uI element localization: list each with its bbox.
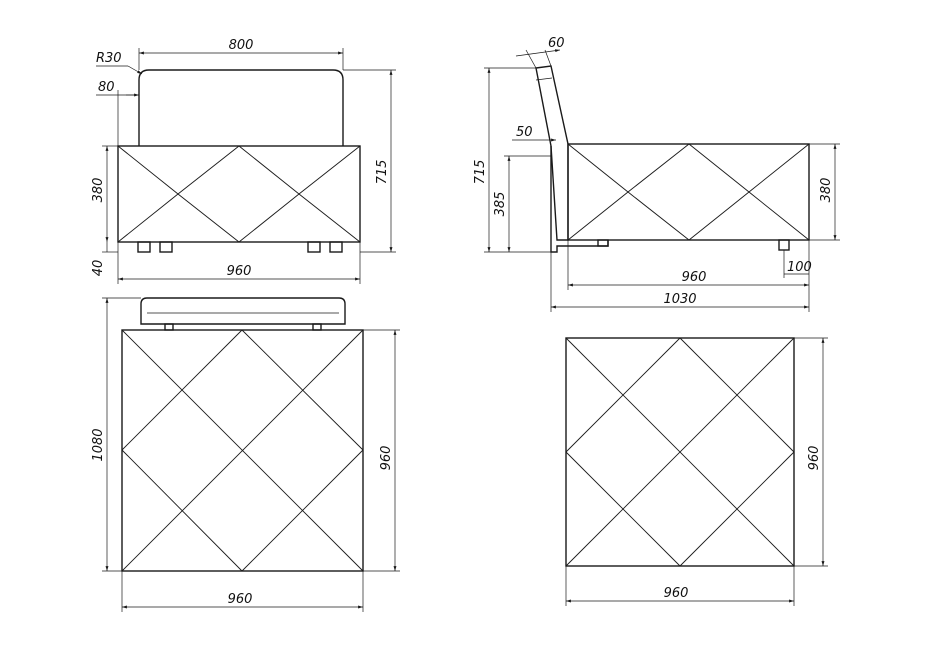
- front-seat-body: [117, 145, 361, 243]
- side-seat-body: [567, 143, 810, 241]
- top-view: 1080 960 960: [91, 297, 400, 612]
- front-view: 800 R30 80 715 380 40 960: [91, 38, 396, 284]
- front-dim-leg-height: 40: [91, 260, 106, 277]
- front-dim-back-width: 800: [229, 38, 254, 53]
- side-legs: [597, 239, 790, 251]
- side-dim-seat-depth: 960: [682, 270, 707, 285]
- top-dim-depth: 1080: [91, 428, 106, 461]
- side-dim-seat-top: 385: [493, 192, 508, 217]
- side-dim-back-thickness: 60: [548, 36, 565, 51]
- side-backrest: [535, 65, 569, 241]
- side-dim-back-offset: 50: [516, 125, 533, 140]
- front-dim-back-inset: 80: [98, 80, 115, 95]
- seat-only-dim-depth: 960: [807, 446, 822, 471]
- front-dim-radius: R30: [96, 51, 122, 66]
- front-seat-pattern: [117, 145, 361, 243]
- top-dim-seat-depth: 960: [379, 446, 394, 471]
- front-dim-seat-height: 380: [91, 178, 106, 203]
- side-base-frame: [550, 146, 609, 253]
- top-seat-pattern: [121, 329, 364, 572]
- seat-only-dim-width: 960: [664, 586, 689, 601]
- top-back-supports: [164, 323, 322, 331]
- front-dim-width: 960: [227, 264, 252, 279]
- front-backrest: [138, 69, 344, 146]
- front-legs: [137, 241, 343, 253]
- side-dim-seat-height: 380: [819, 178, 834, 203]
- seat-only-pattern: [565, 337, 795, 567]
- side-dim-leg-inset: 100: [787, 260, 812, 275]
- top-dim-width: 960: [228, 592, 253, 607]
- side-dim-total-depth: 1030: [663, 292, 696, 307]
- side-seat-pattern: [567, 143, 810, 241]
- top-backrest: [140, 297, 346, 325]
- side-view: 60 50 715 385 380 960 100 1030: [473, 36, 840, 312]
- side-dim-total-height: 715: [473, 160, 488, 185]
- seat-only-top-view: 960 960: [565, 337, 828, 606]
- front-dim-total-height: 715: [375, 160, 390, 185]
